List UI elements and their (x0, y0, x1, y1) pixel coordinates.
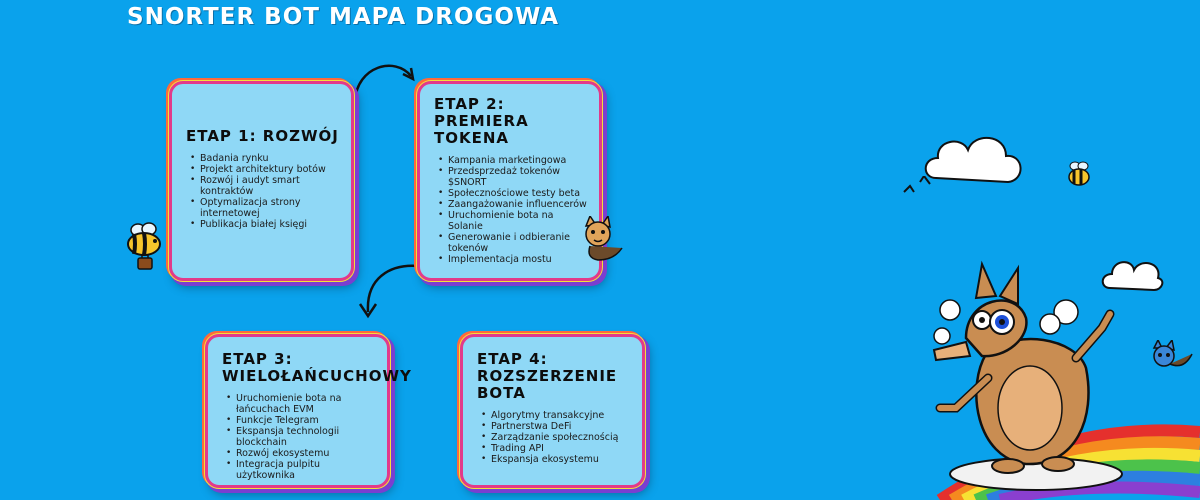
list-item: Funkcje Telegram (222, 415, 375, 426)
stage-heading: ETAP 4: ROZSZERZENIE BOTA (477, 350, 618, 402)
stage-list: Algorytmy transakcyjne Partnerstwa DeFi … (477, 410, 630, 465)
list-item: Społecznościowe testy beta (434, 188, 587, 199)
page-title: SNORTER BOT MAPA DROGOWA (127, 4, 560, 30)
armadillo-mascot-icon (932, 260, 1123, 491)
list-item: Ekspansja technologii blockchain (222, 426, 375, 448)
bee-icon (1068, 161, 1090, 186)
cloud-icon (1101, 261, 1164, 292)
stage-heading: ETAP 1: ROZWÓJ (186, 127, 339, 145)
stage-heading: ETAP 3: WIELOŁAŃCUCHOWY (222, 350, 412, 385)
list-item: Rozwój i audyt smart kontraktów (186, 175, 339, 197)
stage-list: Badania rynku Projekt architektury botów… (186, 153, 339, 230)
curved-arrow-icon (358, 264, 419, 319)
bee-icon (127, 222, 161, 270)
list-item: Kampania marketingowa (434, 155, 587, 166)
stage-card-1: ETAP 1: ROZWÓJ Badania rynku Projekt arc… (169, 81, 354, 281)
list-item: Zaangażowanie influencerów (434, 199, 587, 210)
list-item: Partnerstwa DeFi (477, 421, 630, 432)
stage-list: Uruchomienie bota na łańcuchach EVM Funk… (222, 393, 375, 481)
cat-mascot-icon (584, 216, 623, 261)
list-item: Optymalizacja strony internetowej (186, 197, 339, 219)
list-item: Uruchomienie bota na łańcuchach EVM (222, 393, 375, 415)
list-item: Publikacja białej księgi (186, 219, 339, 230)
list-item: Trading API (477, 443, 630, 454)
list-item: Algorytmy transakcyjne (477, 410, 630, 421)
list-item: Badania rynku (186, 153, 339, 164)
list-item: Generowanie i odbieranie tokenów (434, 232, 587, 254)
stage-list: Kampania marketingowa Przedsprzedaż toke… (434, 155, 587, 265)
list-item: Zarządzanie społecznością (477, 432, 630, 443)
list-item: Projekt architektury botów (186, 164, 339, 175)
bird-icon (903, 176, 931, 193)
list-item: Przedsprzedaż tokenów $SNORT (434, 166, 587, 188)
list-item: Rozwój ekosystemu (222, 448, 375, 459)
list-item: Implementacja mostu (434, 254, 587, 265)
stage-card-3: ETAP 3: WIELOŁAŃCUCHOWY Uruchomienie bot… (205, 334, 412, 488)
stage-card-4: ETAP 4: ROZSZERZENIE BOTA Algorytmy tran… (460, 334, 645, 488)
list-item: Ekspansja ekosystemu (477, 454, 630, 465)
stage-card-2: ETAP 2: PREMIERA TOKENA Kampania marketi… (417, 81, 602, 281)
curved-arrow-icon (353, 64, 415, 102)
cat-mascot-icon (1152, 340, 1193, 367)
cloud-icon (924, 136, 1022, 184)
stage-heading: ETAP 2: PREMIERA TOKENA (434, 95, 529, 147)
list-item: Integracja pulpitu użytkownika (222, 459, 375, 481)
list-item: Uruchomienie bota na Solanie (434, 210, 587, 232)
